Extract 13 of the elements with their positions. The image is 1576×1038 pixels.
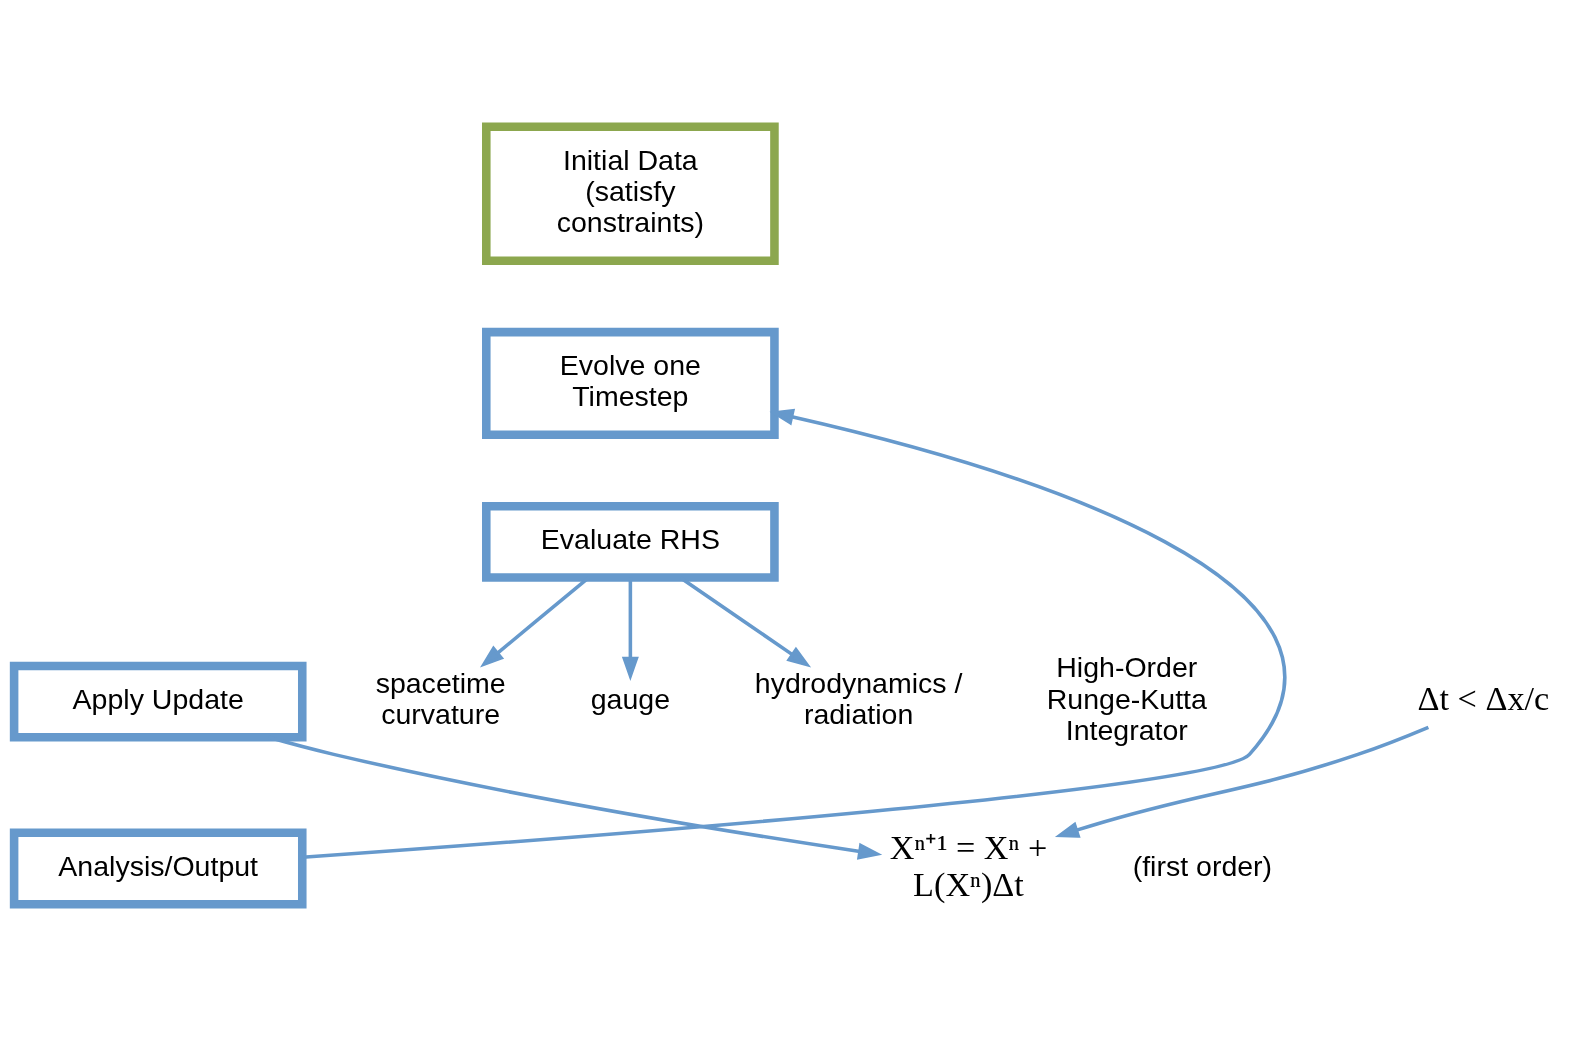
node-box: Initial Data (satisfy constraints) xyxy=(482,122,779,266)
node-label: (first order) xyxy=(1132,849,1273,882)
node-box: Evaluate RHS xyxy=(482,501,779,582)
node-text: spacetime curvature xyxy=(375,667,506,731)
arrow xyxy=(1054,725,1430,838)
node-box: Apply Update xyxy=(9,661,307,742)
label: High-Order Runge-Kutta Integrator xyxy=(1046,651,1207,747)
node-text: gauge xyxy=(590,682,671,715)
node-text: Δt < Δx/c xyxy=(1417,679,1550,718)
node-text: hydrodynamics / radiation xyxy=(754,667,963,731)
node-box: Analysis/Output xyxy=(9,828,307,909)
node-text: Xⁿ⁺¹ = Xⁿ + L(Xⁿ)Δt xyxy=(889,827,1048,903)
node-box: Evolve one Timestep xyxy=(482,327,779,440)
